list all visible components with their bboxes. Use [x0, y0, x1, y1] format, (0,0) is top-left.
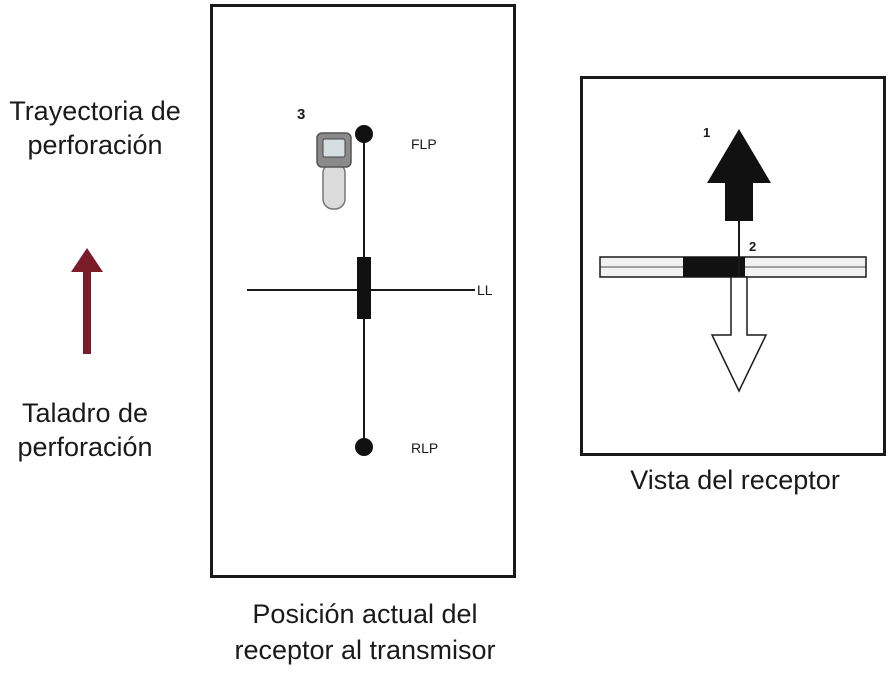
transmitter-block [683, 257, 745, 277]
rlp-dot [355, 438, 373, 456]
receiver-view-panel: 1 2 [580, 76, 886, 456]
drilling-direction-arrow-icon [71, 248, 103, 354]
receiver-view-caption: Vista del receptor [590, 462, 880, 498]
up-arrow-icon [707, 129, 771, 221]
ll-label: LL [477, 282, 493, 298]
flp-label: FLP [411, 136, 437, 152]
drilling-path-label: Trayectoria de perforación [0, 94, 190, 162]
drilling-path-text: Trayectoria de perforación [9, 96, 181, 160]
position-caption: Posición actual del receptor al transmis… [200, 596, 530, 668]
label-1: 1 [703, 125, 710, 140]
label-2: 2 [749, 239, 756, 254]
receiver-view-caption-text: Vista del receptor [630, 465, 840, 495]
position-caption-text: Posición actual del receptor al transmis… [234, 599, 496, 665]
receiver-view-diagram: 1 2 [599, 125, 867, 393]
down-arrow-icon [710, 276, 768, 393]
step-number: 3 [297, 106, 305, 123]
rlp-label: RLP [411, 440, 438, 456]
position-diagram: 3 FLP LL RLP [247, 106, 493, 456]
transmitter-marker [357, 257, 371, 319]
flp-dot [355, 125, 373, 143]
receiver-device-icon [316, 132, 352, 210]
position-panel: 3 FLP LL RLP [210, 4, 516, 578]
drilling-rig-text: Taladro de perforación [17, 398, 153, 462]
drilling-rig-label: Taladro de perforación [0, 396, 180, 464]
